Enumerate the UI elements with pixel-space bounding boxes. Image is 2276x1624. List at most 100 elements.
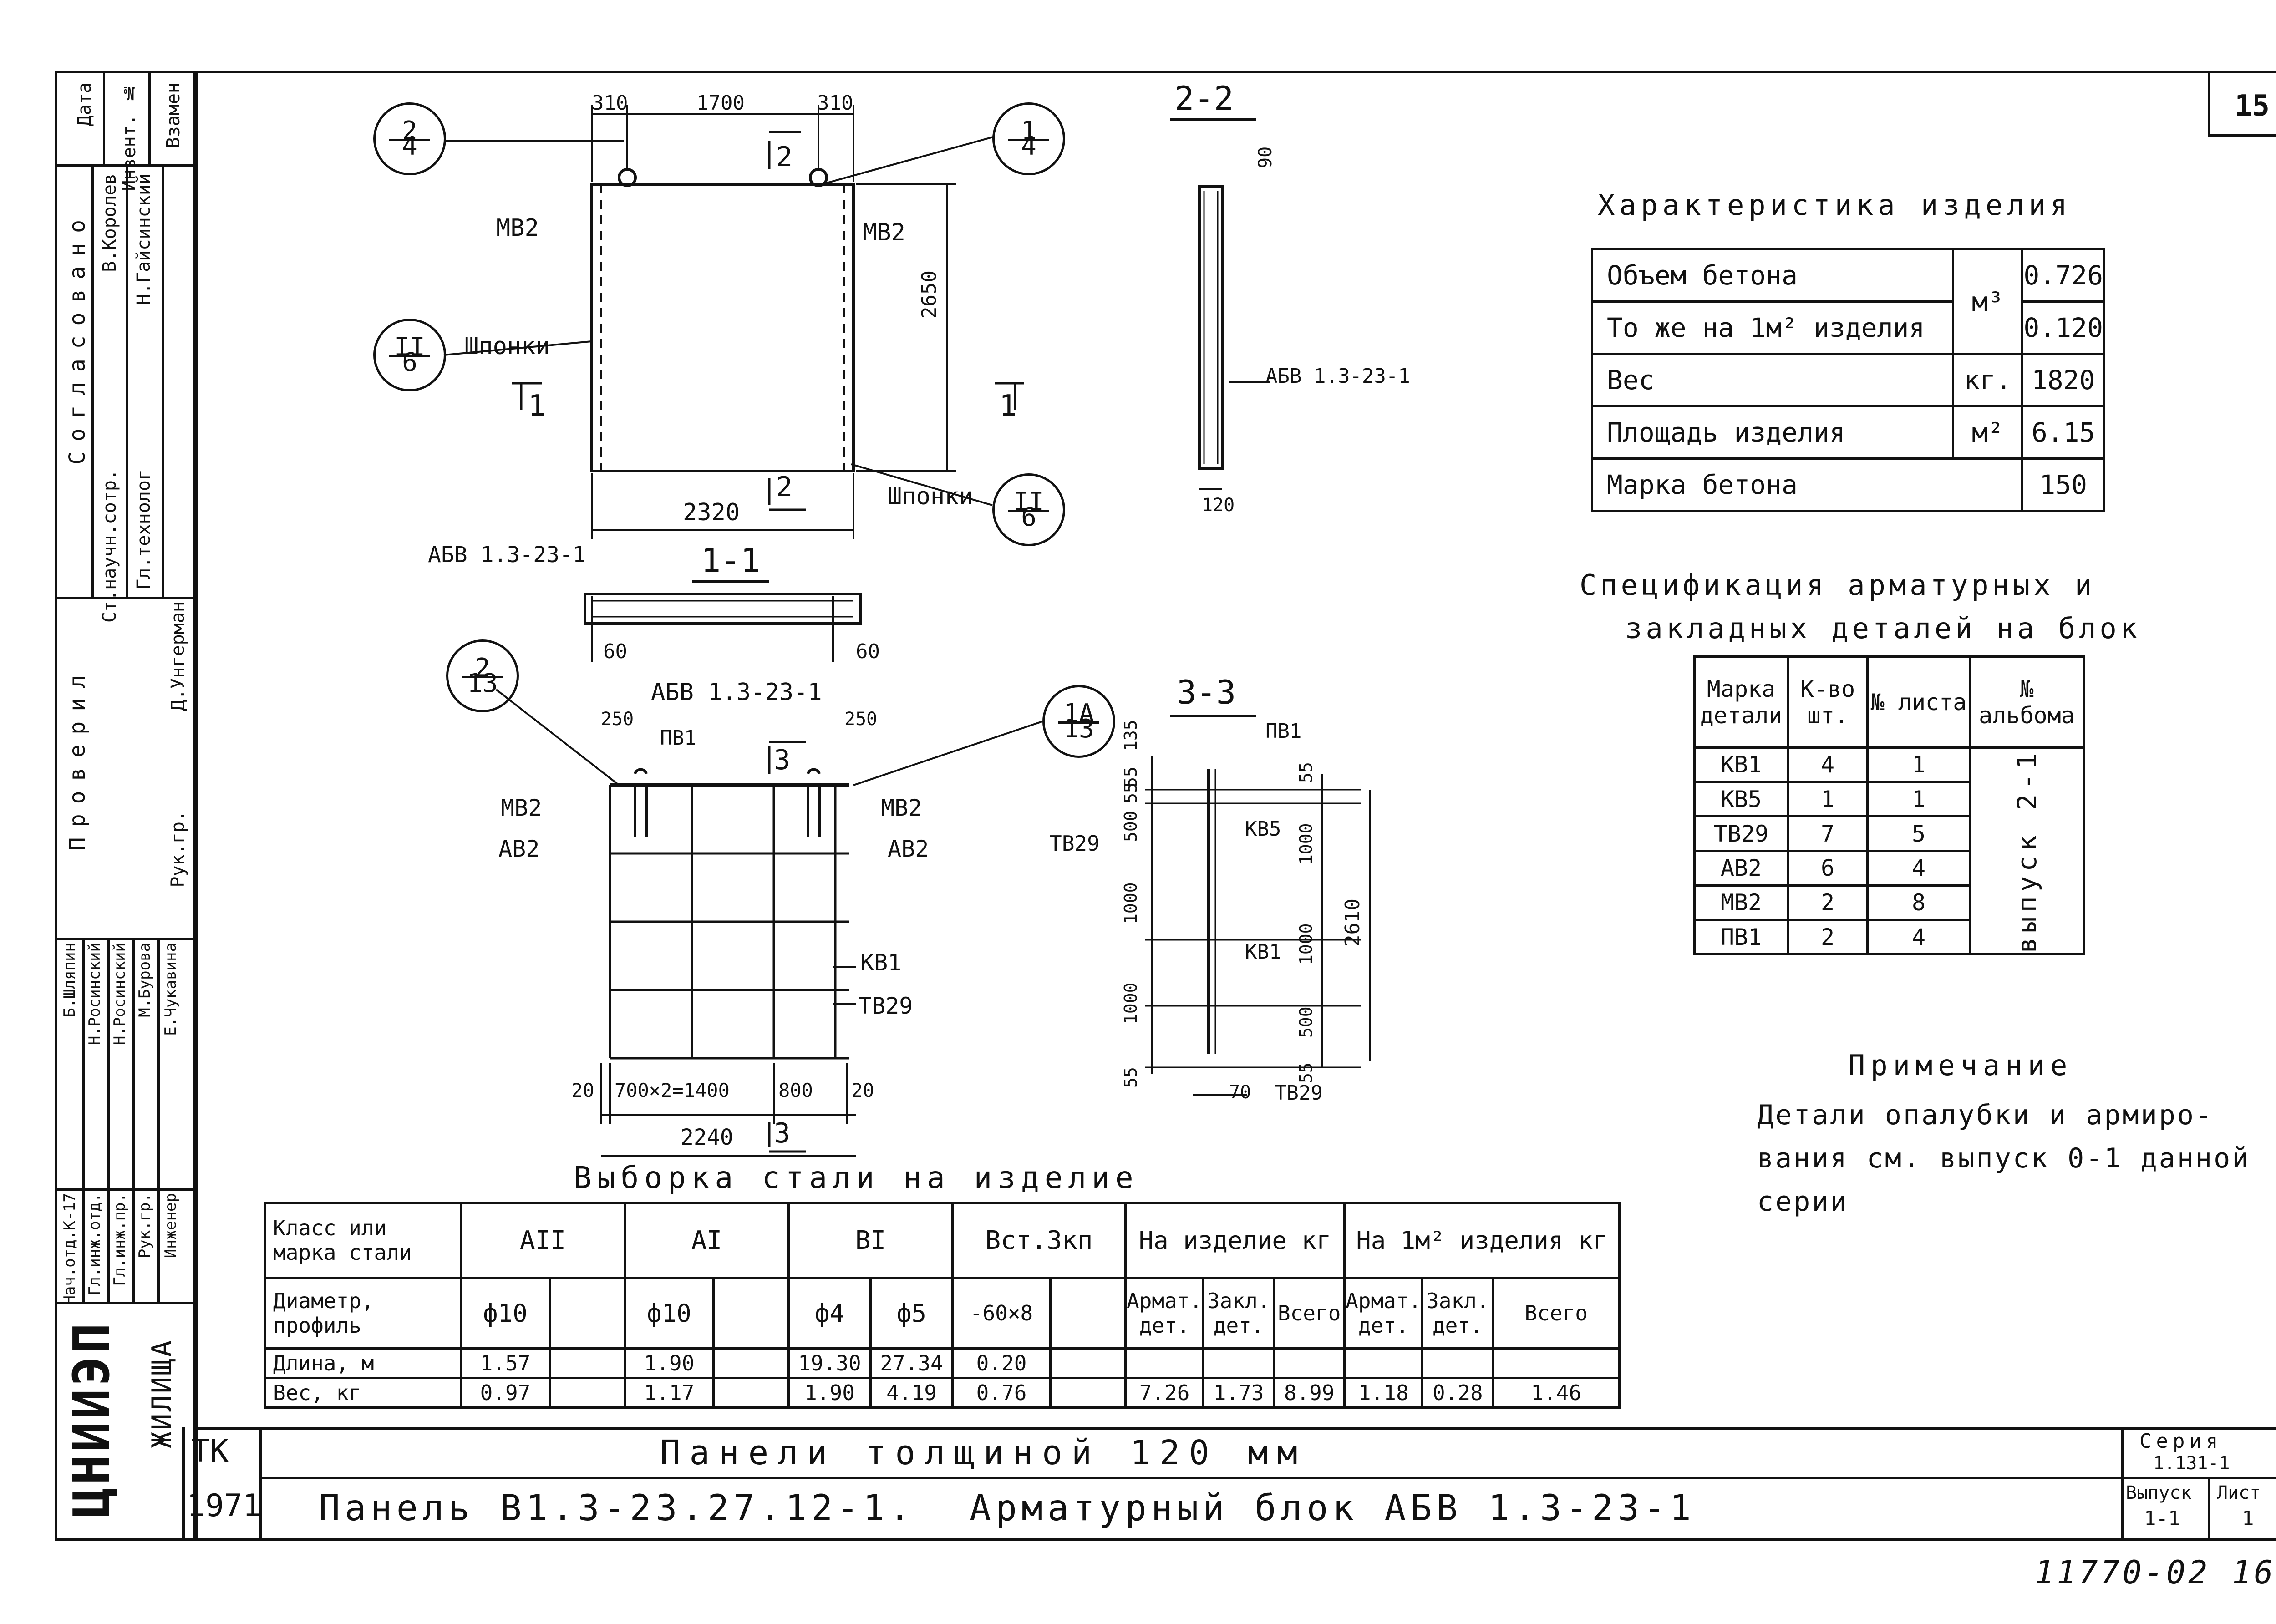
steel-total-2: 1.73: [1202, 1377, 1275, 1409]
steel-len-5: 0.20: [951, 1347, 1052, 1379]
panel-outline: [590, 183, 855, 472]
steel-head-per-m2: На 1м² изделия кг: [1343, 1202, 1621, 1279]
section-title-1-1: 1-1: [701, 541, 761, 579]
char-value-per-m2: 0.120: [2021, 300, 2105, 355]
label-kv5-33: КВ5: [1245, 817, 1281, 841]
spec-head-mark: Марка детали: [1693, 655, 1789, 749]
dim-33-r500: 500: [1296, 1006, 1316, 1038]
char-label-area: Площадь изделия: [1590, 405, 1955, 460]
issue-value: 1-1: [2144, 1507, 2180, 1530]
steel-diam-1: ф10: [460, 1277, 551, 1350]
steel-len-2: 1.90: [624, 1347, 715, 1379]
section-title-2-2: 2-2: [1174, 79, 1234, 117]
spec-mark-5: МВ2: [1693, 884, 1789, 921]
steel-head-class: Класс или марка стали: [264, 1202, 462, 1279]
sheet-number: 15: [2234, 89, 2270, 123]
steel-len-1: 1.57: [460, 1347, 551, 1379]
char-value-area: 6.15: [2021, 405, 2105, 460]
dim-33-1000b: 1000: [1121, 982, 1141, 1024]
characteristics-table: Объем бетона м³ 0.726 То же на 1м² издел…: [1590, 248, 2105, 512]
label-mb2-right: МВ2: [863, 219, 905, 246]
label-ab2-right: АВ2: [888, 836, 929, 862]
spec-qty-1: 4: [1787, 746, 1869, 783]
steel-total-3: 8.99: [1273, 1377, 1346, 1409]
spec-qty-5: 2: [1787, 884, 1869, 921]
dim-33-1000a: 1000: [1121, 882, 1141, 924]
char-unit-kg: кг.: [1952, 353, 2024, 407]
spec-qty-6: 2: [1787, 919, 1869, 956]
label-kv1-block: КВ1: [860, 949, 902, 976]
dim-top-right: 310: [817, 91, 854, 115]
steel-diam-3: ф4: [787, 1277, 872, 1350]
spec-title-2: закладных деталей на блок: [1625, 612, 2141, 645]
sheet-value: 1: [2242, 1507, 2254, 1530]
series-label: Серия: [2139, 1430, 2223, 1453]
steel-diam-4: ф5: [869, 1277, 954, 1350]
dim-top-mid: 1700: [696, 91, 745, 115]
char-value-weight: 1820: [2021, 353, 2105, 407]
drawing-frame: [196, 71, 2276, 1541]
dim-33-r55b: 55: [1296, 1062, 1316, 1083]
spec-sheet-5: 8: [1866, 884, 1971, 921]
steel-sub-4: Армат. дет.: [1343, 1277, 1424, 1350]
label-mb2-block-left: МВ2: [501, 795, 542, 821]
label-ab2-left: АВ2: [498, 836, 540, 862]
steel-grade-a1: АI: [624, 1202, 790, 1279]
label-abv-block: АБВ 1.3-23-1: [651, 679, 822, 706]
dim-33-135: 135: [1121, 720, 1141, 751]
steel-wt-1: 0.97: [460, 1377, 551, 1409]
char-label-weight: Вес: [1590, 353, 1955, 407]
label-shponki-right: Шпонки: [888, 483, 973, 510]
section-mark-1-right: 1: [999, 389, 1017, 423]
label-kv1-33: КВ1: [1245, 940, 1281, 964]
label-abv-22: АБВ 1.3-23-1: [1265, 365, 1410, 388]
label-abv-11: АБВ 1.3-23-1: [428, 542, 586, 568]
spec-mark-6: ПВ1: [1693, 919, 1789, 956]
characteristics-title: Характеристика изделия: [1598, 188, 2072, 222]
section-mark-2-top: 2: [776, 141, 793, 173]
left-stamp-column: Дата Инвент. № Взамен Согласовано Ст.нау…: [55, 71, 196, 1541]
series-value: 1.131-1: [2153, 1453, 2230, 1474]
section-title-3-3: 3-3: [1177, 673, 1236, 711]
spec-mark-4: АВ2: [1693, 850, 1789, 887]
section-mark-2-bottom: 2: [776, 471, 793, 503]
issue-label: Выпуск: [2126, 1482, 2192, 1503]
label-tv29-33-right: ТВ29: [1275, 1081, 1323, 1105]
spec-head-qty: К-во шт.: [1787, 655, 1869, 749]
label-mb2-left: МВ2: [496, 214, 539, 242]
label-pv1: ПВ1: [660, 726, 696, 750]
dim-top-left: 310: [592, 91, 628, 115]
steel-total-4: 1.18: [1343, 1377, 1424, 1409]
dim-bottom-20-right: 20: [851, 1079, 874, 1101]
dim-33-r55a: 55: [1296, 762, 1316, 783]
dim-33-55c: 55: [1121, 1067, 1141, 1088]
char-unit-m2: м²: [1952, 405, 2024, 460]
dim-2610: 2610: [1341, 898, 1364, 947]
label-tv29-block: ТВ29: [858, 993, 913, 1019]
section-mark-1-left: 1: [528, 389, 546, 423]
spec-sheet-1: 1: [1866, 746, 1971, 783]
spec-mark-1: КВ1: [1693, 746, 1789, 783]
dim-width: 2320: [683, 499, 740, 526]
label-mb2-block-right: МВ2: [881, 795, 922, 821]
spec-qty-4: 6: [1787, 850, 1869, 887]
sheet-label: Лист: [2217, 1482, 2261, 1503]
steel-total-5: 0.28: [1421, 1377, 1494, 1409]
title-line-3: Арматурный блок АБВ 1.3-23-1: [970, 1488, 1696, 1529]
spec-sheet-4: 4: [1866, 850, 1971, 887]
dim-33-r1000b: 1000: [1296, 923, 1316, 965]
section-mark-3-bottom: 3: [774, 1117, 791, 1149]
sheet-number-box: 15: [2208, 71, 2276, 137]
steel-total-1: 7.26: [1124, 1377, 1205, 1409]
label-tv29-33-left: ТВ29: [1049, 831, 1100, 856]
spec-mark-2: КВ5: [1693, 781, 1789, 818]
spec-mark-3: ТВ29: [1693, 815, 1789, 853]
dim-90: 90: [1255, 146, 1276, 168]
spec-table: Марка детали К-во шт. № листа № альбома …: [1693, 655, 2085, 956]
dim-60-right: 60: [856, 640, 880, 663]
steel-len-3: 19.30: [787, 1347, 872, 1379]
